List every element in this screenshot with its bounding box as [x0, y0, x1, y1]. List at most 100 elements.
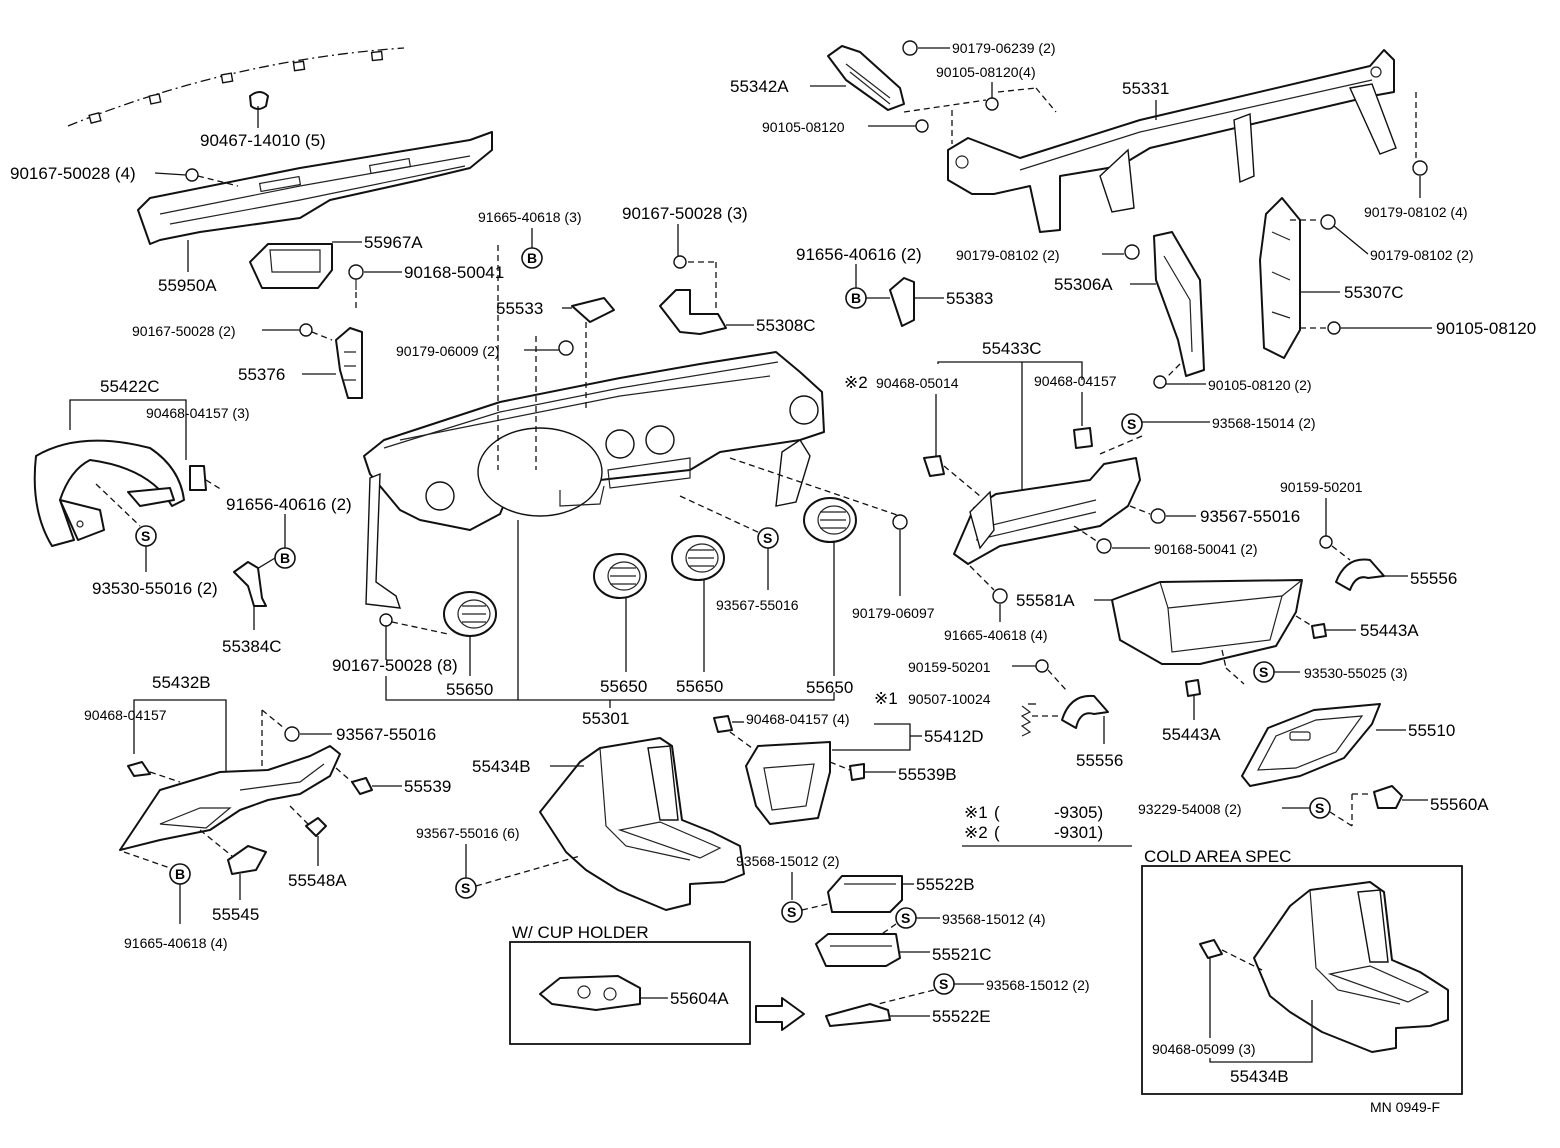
legend1-mark: ※1: [964, 803, 988, 822]
legend2-mark: ※2: [964, 823, 988, 842]
dashed-55556-a: [1331, 545, 1351, 561]
label-55433C: 55433C: [982, 339, 1042, 358]
vent-55650-right: [803, 497, 857, 543]
console-55434B: [539, 737, 745, 911]
label-90468-05014: 90468-05014: [876, 375, 959, 391]
label-93229-54008: 93229-54008 (2): [1138, 801, 1242, 817]
label-90468-04157-a: 90468-04157: [1034, 373, 1117, 389]
dashed-console-s: [475, 855, 581, 887]
bracket-55376: [335, 327, 363, 399]
windshield-clips: [88, 50, 384, 125]
defroster-duct-55950A: [137, 131, 493, 245]
s-symbol-93229-54008: S: [1282, 793, 1372, 827]
label-55539B: 55539B: [898, 765, 957, 784]
cold-area-spec-box: [1141, 865, 1463, 1095]
dashed-90468-04157-b: [149, 771, 181, 783]
b-symbol-55383: B: [845, 287, 867, 309]
label-90179-06239: 90179-06239 (2): [952, 40, 1056, 56]
label-90168-50041: 90168-50041: [404, 263, 504, 282]
screw-90168-50041: [348, 264, 402, 312]
svg-text:S: S: [939, 976, 948, 992]
label-55539: 55539: [404, 777, 451, 796]
label-90167-50028-8: 90167-50028 (8): [332, 656, 458, 675]
label-55650-a: 55650: [446, 680, 493, 699]
windshield-edge-line: [67, 47, 405, 127]
label-55434B-a: 55434B: [472, 757, 531, 776]
clip-90468-04157-3: [189, 465, 223, 491]
svg-text:S: S: [787, 904, 796, 920]
label-55306A: 55306A: [1054, 275, 1113, 294]
label-93567-55016-c: 93567-55016: [336, 725, 436, 744]
label-93568-15012-2b: 93568-15012 (2): [986, 977, 1090, 993]
screw-93567-55016-a: [1129, 505, 1196, 524]
svg-text:S: S: [461, 880, 470, 896]
label-55307C: 55307C: [1344, 283, 1404, 302]
legend2-value: -9301): [1054, 823, 1103, 842]
dashed-hood-s: [95, 483, 141, 527]
lock-55560A: [1373, 785, 1403, 809]
label-90105-08120-2: 90105-08120 (2): [1208, 377, 1312, 393]
bracket-55384C: [233, 561, 267, 607]
label-90468-04157-b: 90468-04157: [84, 707, 167, 723]
bracket-55383: [889, 277, 915, 327]
label-55604A: 55604A: [670, 989, 729, 1008]
s-symbol-93530-55025: S: [1221, 649, 1300, 685]
label-90105-08120-4: 90105-08120(4): [936, 64, 1036, 80]
label-90179-08102-2b: 90179-08102 (2): [1370, 247, 1474, 263]
screw-90167-50028-duct: [154, 168, 239, 187]
legend1-value: -9305): [1054, 803, 1103, 822]
label-90468-04157-3: 90468-04157 (3): [146, 405, 250, 421]
s-symbol-93568-15014: S: [1099, 413, 1210, 455]
clip-90468-04157-a: [1073, 427, 1093, 449]
label-93568-15012-4: 93568-15012 (4): [942, 911, 1046, 927]
clip-90467-14010: [249, 91, 269, 128]
label-90179-08102-2a: 90179-08102 (2): [956, 247, 1060, 263]
label-55384C: 55384C: [222, 637, 282, 656]
reinforcement-55331: [947, 49, 1397, 233]
legend2-open: (: [994, 823, 1000, 842]
label-55342A: 55342A: [730, 77, 789, 96]
diagram-code: MN 0949-F: [1370, 1099, 1440, 1115]
label-93530-55025: 93530-55025 (3): [1304, 665, 1408, 681]
label-90167-50028-2: 90167-50028 (2): [132, 323, 236, 339]
note1-mark: ※1: [874, 689, 898, 708]
svg-text:S: S: [1127, 416, 1136, 432]
clip-55548A: [305, 817, 327, 837]
stopper-55443A-a: [1295, 615, 1356, 639]
label-93567-55016-a: 93567-55016: [1200, 507, 1300, 526]
bracket-55308C: [659, 289, 727, 335]
label-93567-55016-6: 93567-55016 (6): [416, 825, 520, 841]
bracket-55422C: [69, 399, 187, 460]
vent-55650-center2: [671, 535, 725, 581]
screw-93567-55016-c: [284, 726, 300, 742]
svg-text:S: S: [141, 528, 150, 544]
label-90179-06009: 90179-06009 (2): [396, 343, 500, 359]
cup-holder-title: W/ CUP HOLDER: [512, 923, 649, 942]
label-55650-c: 55650: [676, 677, 723, 696]
label-90167-50028-3: 90167-50028 (3): [622, 204, 748, 223]
lower-panel-55432B: [119, 745, 341, 851]
label-93530-55016: 93530-55016 (2): [92, 579, 218, 598]
label-55650-d: 55650: [806, 678, 853, 697]
label-55545: 55545: [212, 905, 259, 924]
svg-text:B: B: [851, 290, 861, 306]
lower-panel-55433C: [953, 457, 1141, 565]
cup-holder-55604A: [539, 975, 641, 1011]
grille-55967A: [249, 243, 333, 289]
cover-55545: [227, 845, 267, 875]
nut-90179-08102-2b: [1290, 214, 1369, 255]
cover-55533: [571, 297, 615, 323]
screw-90159-50201-b: [1012, 659, 1067, 691]
meter-hood-55422C: [33, 439, 185, 547]
latch-55556-a: [1335, 558, 1385, 591]
dashed-55331-a: [997, 87, 1037, 93]
cold-area-title: COLD AREA SPEC: [1144, 847, 1291, 866]
svg-text:S: S: [1315, 800, 1324, 816]
date-notes-legend: ※1 ( -9305) ※2 ( -9301): [962, 803, 1132, 847]
s-symbol-hood: S: [135, 525, 157, 547]
svg-text:S: S: [901, 910, 910, 926]
dashed-93567-55016-b: [679, 495, 763, 535]
bracket-55307C: [1259, 197, 1301, 359]
screw-91665-40618-4a: [969, 565, 1008, 622]
pocket-55522B: [827, 875, 903, 913]
